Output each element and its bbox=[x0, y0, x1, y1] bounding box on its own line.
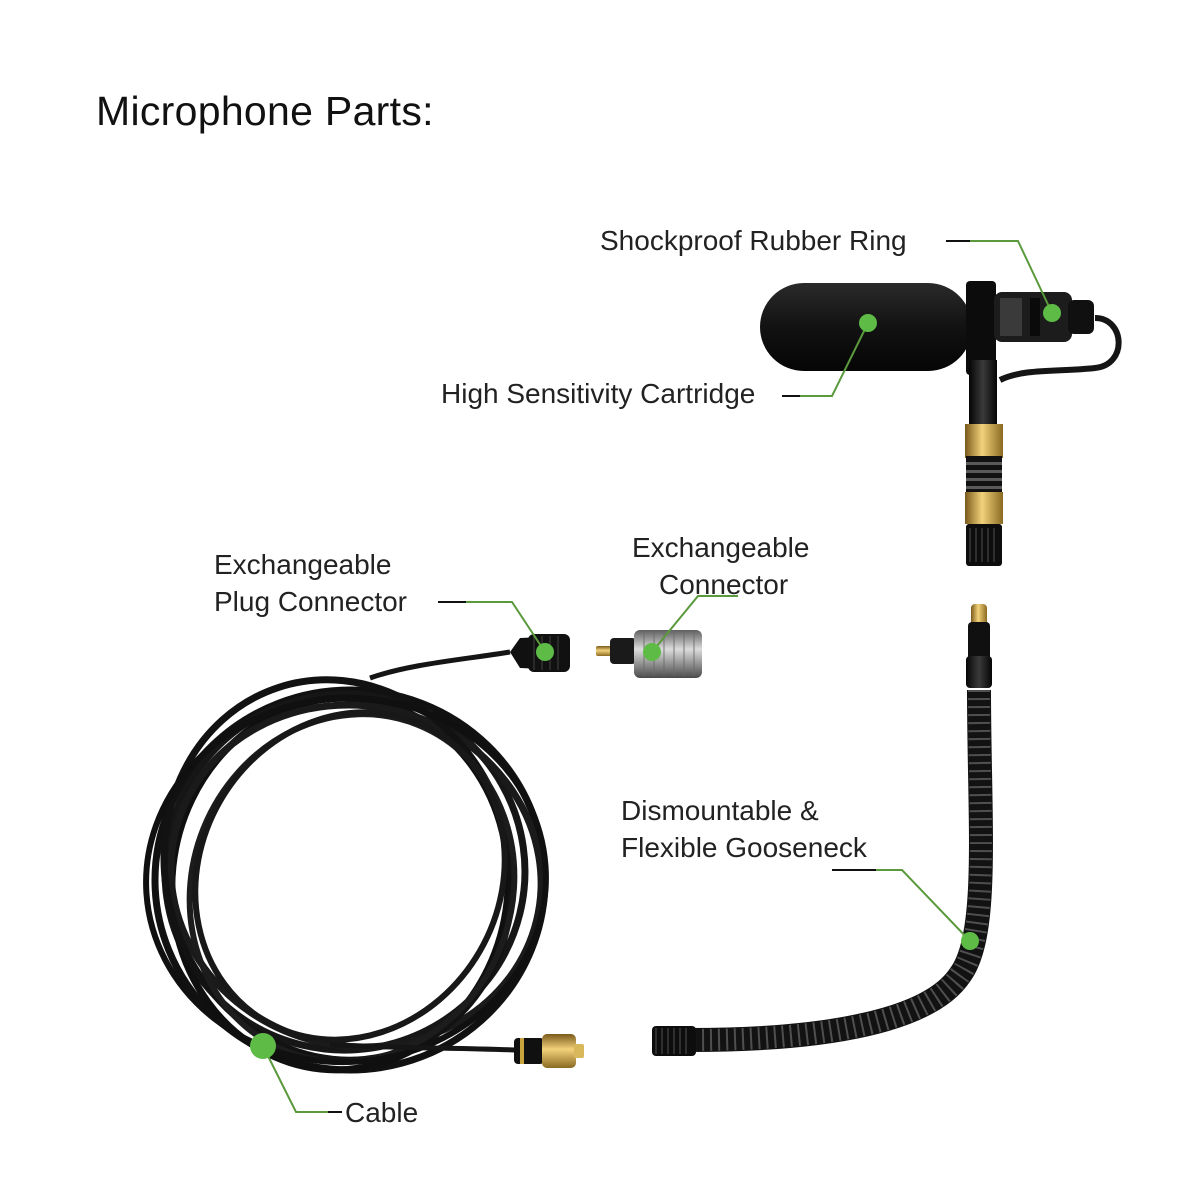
marker-shockproof bbox=[1043, 304, 1061, 322]
marker-connector bbox=[643, 643, 661, 661]
label-cartridge: High Sensitivity Cartridge bbox=[441, 378, 756, 409]
label-connector-line1: Exchangeable bbox=[632, 532, 810, 563]
leader-connector bbox=[651, 595, 738, 653]
head-cable-loop bbox=[998, 315, 1122, 383]
microphone-head bbox=[760, 281, 1122, 566]
label-cable: Cable bbox=[345, 1097, 419, 1128]
leader-cable bbox=[262, 1045, 328, 1113]
label-connector: Exchangeable Connector bbox=[632, 529, 809, 603]
clamp-ring bbox=[966, 281, 996, 375]
label-plug-connector: Exchangeable Plug Connector bbox=[214, 546, 407, 620]
leader-lines bbox=[262, 240, 1053, 1113]
thread-section bbox=[966, 456, 1002, 494]
brass-collar-lower bbox=[965, 492, 1003, 524]
leader-cartridge bbox=[800, 322, 869, 397]
label-plug-line2: Plug Connector bbox=[214, 586, 408, 617]
cable-coil bbox=[143, 649, 549, 1074]
brass-collar-upper bbox=[965, 424, 1003, 458]
cable-end-connector bbox=[514, 1034, 584, 1068]
leader-plug bbox=[466, 601, 546, 653]
label-gooseneck: Dismountable & Flexible Gooseneck bbox=[621, 792, 867, 866]
mic-stem bbox=[969, 360, 997, 430]
knurled-end bbox=[966, 524, 1002, 566]
label-plug-line1: Exchangeable bbox=[214, 549, 392, 580]
label-gooseneck-line2: Flexible Gooseneck bbox=[621, 832, 867, 863]
leader-shockproof bbox=[970, 240, 1053, 314]
marker-cable bbox=[250, 1033, 276, 1059]
gooseneck bbox=[652, 604, 993, 1056]
label-gooseneck-line1: Dismountable & bbox=[621, 795, 819, 826]
marker-dots bbox=[250, 304, 1061, 1059]
page-title: Microphone Parts: bbox=[96, 88, 434, 134]
marker-plug bbox=[536, 643, 554, 661]
leader-gooseneck bbox=[876, 869, 971, 942]
label-connector-line2: Connector bbox=[659, 569, 789, 600]
marker-gooseneck bbox=[961, 932, 979, 950]
marker-cartridge bbox=[859, 314, 877, 332]
label-shockproof: Shockproof Rubber Ring bbox=[600, 225, 907, 256]
